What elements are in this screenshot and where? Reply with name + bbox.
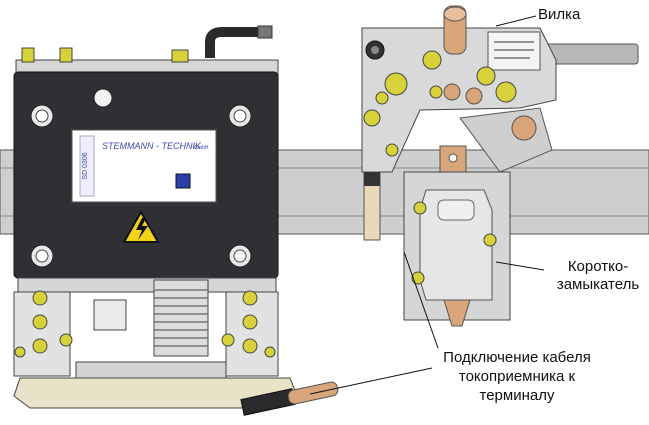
label-cable-line2: токоприемника к (458, 368, 576, 385)
nameplate-model: SD 0306 (82, 152, 89, 179)
nameplate-brand-suffix: GmbH (194, 145, 209, 151)
label-short-circuiter-line1: Коротко- (567, 258, 629, 275)
spring-column (153, 279, 209, 357)
label-cable-connection: Подключение кабеля токоприемника к терми… (412, 348, 622, 405)
label-short-circuiter: Коротко- замыкатель (548, 258, 648, 294)
nameplate-badge (175, 173, 191, 189)
fork-data-plate (487, 31, 541, 71)
short-circuiter (403, 171, 511, 327)
label-cable-line1: Подключение кабеля (443, 349, 591, 366)
high-voltage-warning-icon (122, 209, 160, 243)
label-fork: Вилка (538, 6, 581, 23)
nameplate: SD 0306 STEMMANN - TECHNIK GmbH (71, 129, 217, 203)
label-cable-line3: терминалу (479, 387, 555, 404)
nameplate-brand: STEMMANN - TECHNIK (102, 141, 202, 151)
current-collector-unit: SD 0306 STEMMANN - TECHNIK GmbH (13, 25, 339, 416)
label-short-circuiter-line2: замыкатель (556, 276, 640, 293)
leader-lines (309, 15, 545, 395)
